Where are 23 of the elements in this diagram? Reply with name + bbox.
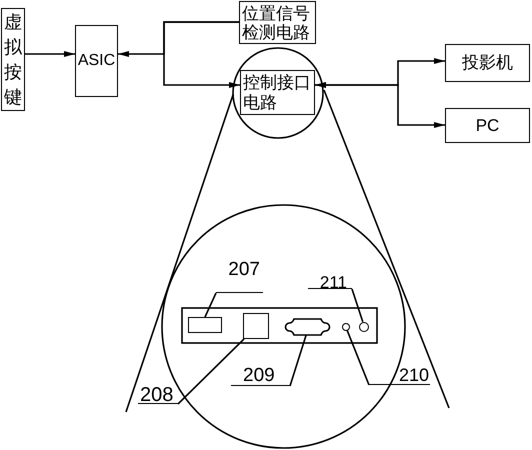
- callout-number: 207: [216, 260, 263, 293]
- callout-number: 210: [369, 366, 430, 385]
- square-port: [243, 313, 269, 339]
- process-box: 控制接口电路: [240, 70, 315, 115]
- callout-number: 211: [308, 274, 352, 289]
- leader-line: [177, 338, 245, 405]
- leader-line: [289, 334, 307, 386]
- process-box: ASIC: [75, 25, 118, 97]
- process-box: PC: [445, 108, 530, 143]
- round-jack: [359, 322, 370, 332]
- rectangular-port: [188, 317, 222, 333]
- leader-line: [351, 288, 364, 322]
- arrow: [315, 82, 445, 128]
- callout-number: 209: [231, 366, 290, 386]
- round-jack: [342, 322, 350, 331]
- leader-line: [346, 330, 370, 386]
- arrow: [163, 21, 240, 88]
- process-box: 位置信号检测电路: [239, 1, 316, 44]
- process-box: 投影机: [445, 44, 530, 82]
- callout-number: 208: [138, 385, 178, 404]
- arrow: [25, 51, 75, 57]
- serial-port: [285, 318, 330, 336]
- process-box: 虚拟按键: [1, 8, 25, 111]
